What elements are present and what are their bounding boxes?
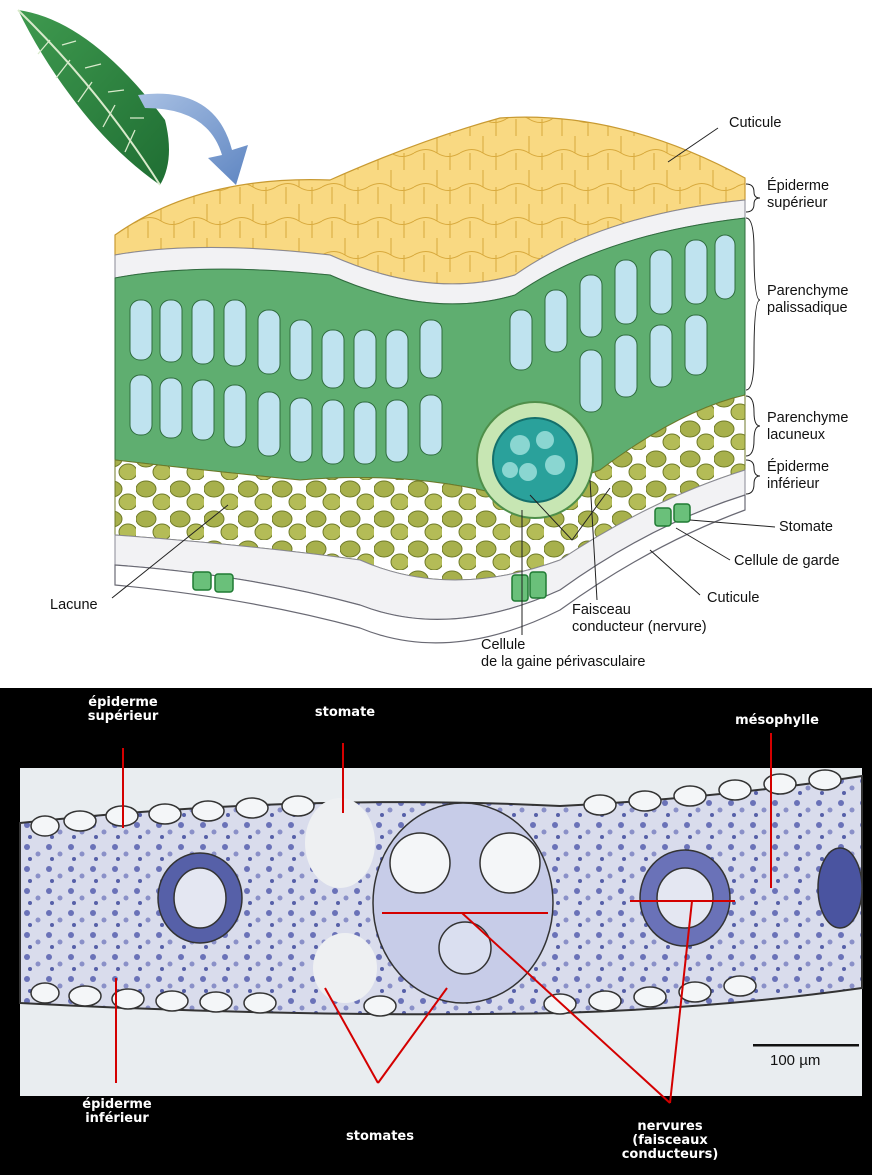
label-lower-epidermis: Épiderme inférieur [767, 459, 829, 493]
leader-guard-cell [676, 528, 730, 560]
stomatal-chamber [313, 933, 377, 1003]
leaf-cross-section-illustration [0, 0, 872, 688]
label-upper-epidermis: Épiderme supérieur [767, 178, 829, 212]
label-cuticule-bottom: Cuticule [707, 590, 759, 607]
label-vascular-bundle: Faisceau conducteur (nervure) [572, 602, 707, 636]
label-sheath-cell: Cellule de la gaine périvasculaire [481, 637, 645, 671]
scale-bar-label: 100 µm [770, 1052, 820, 1069]
label-lacune: Lacune [50, 597, 98, 614]
brace-upper-epidermis [746, 184, 760, 212]
micrograph-panel: épiderme supérieur stomate mésophylle ép… [0, 688, 872, 1175]
brace-lower-epidermis [746, 460, 760, 494]
photo-label-mesophyll: mésophylle [712, 714, 842, 728]
brace-palisade [746, 218, 760, 390]
photo-label-upper-epidermis: épiderme supérieur [58, 696, 188, 724]
photo-label-stomates: stomates [320, 1130, 440, 1144]
photo-label-lower-epidermis: épiderme inférieur [52, 1098, 182, 1126]
stomatal-chamber [305, 798, 375, 888]
photo-label-veins: nervures (faisceaux conducteurs) [600, 1120, 740, 1162]
label-guard-cell: Cellule de garde [734, 553, 840, 570]
label-palisade: Parenchyme palissadique [767, 283, 848, 317]
scale-bar [753, 1044, 859, 1047]
label-stomate: Stomate [779, 519, 833, 536]
label-spongy: Parenchyme lacuneux [767, 410, 848, 444]
photo-label-stomate: stomate [300, 706, 390, 720]
label-cuticule-top: Cuticule [729, 115, 781, 132]
central-vein [373, 803, 553, 1003]
leader-cuticule-bottom [650, 550, 700, 595]
brace-spongy [746, 396, 760, 456]
